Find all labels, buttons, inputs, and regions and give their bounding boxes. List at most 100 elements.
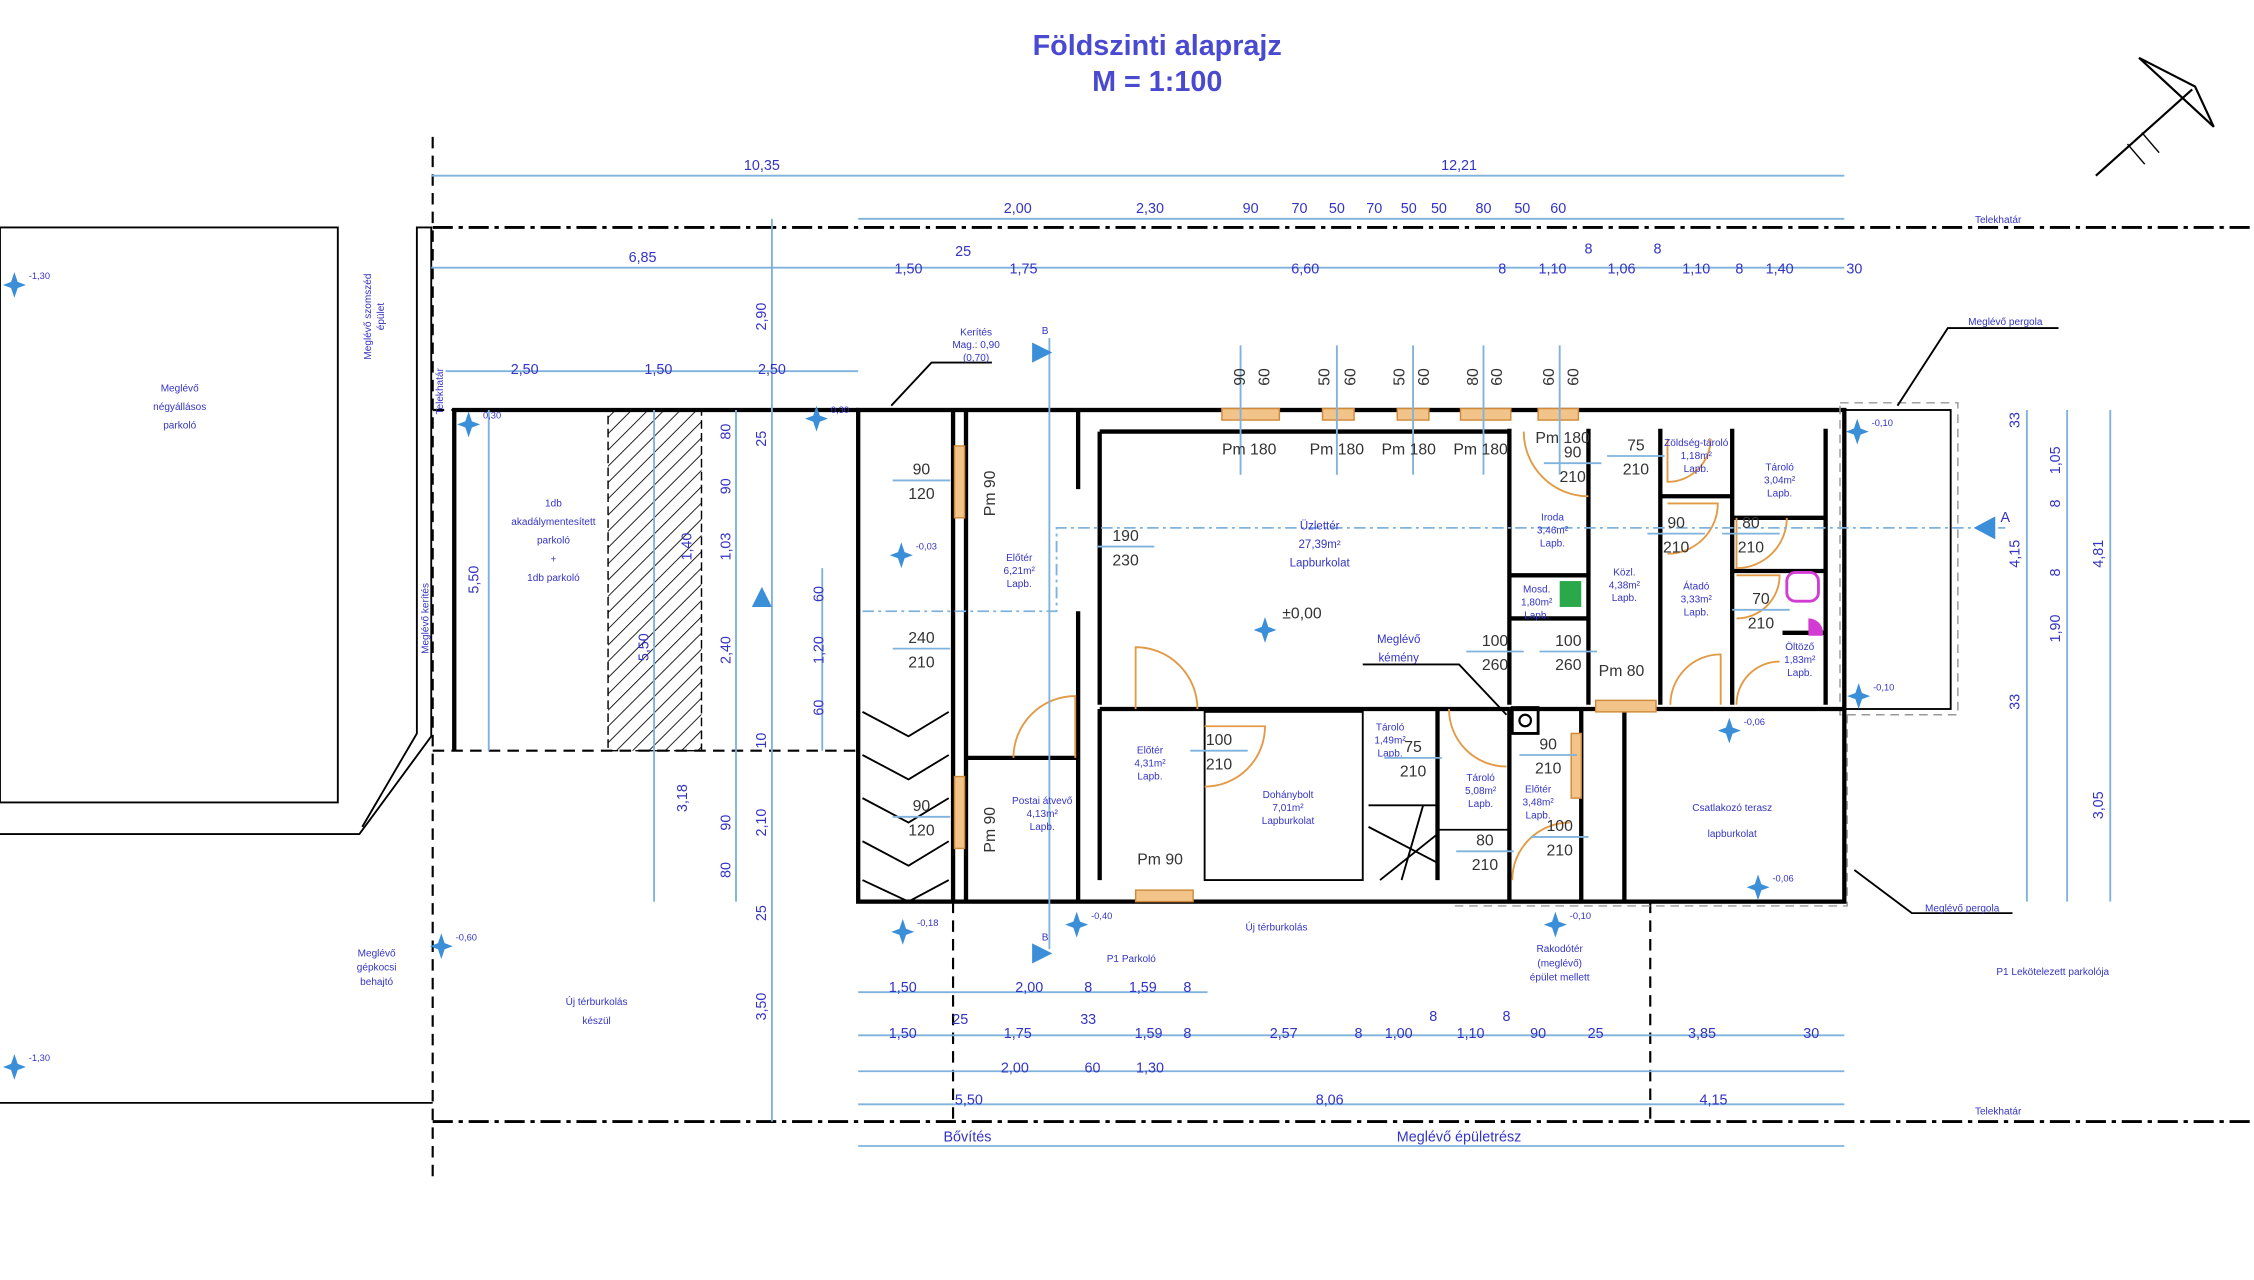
dimension-label: 8 xyxy=(1503,1009,1511,1025)
dimension-label: 5,50 xyxy=(467,566,483,594)
window-head-label: 80 xyxy=(1465,368,1482,386)
section-a-marker-icon xyxy=(1973,516,1996,540)
fence-label: Kerítés xyxy=(960,327,992,338)
room-floor: Lapburkolat xyxy=(1262,816,1315,827)
dimension-label: 2,90 xyxy=(754,303,770,331)
pergola-label: Meglévő pergola xyxy=(1968,317,2043,328)
leader-lines xyxy=(890,327,2059,915)
window-head-label: 90 xyxy=(1232,368,1249,386)
level-value: -0,06 xyxy=(1744,717,1765,727)
level-value: -0,10 xyxy=(1570,911,1591,921)
dimension-label: 60 xyxy=(812,700,828,716)
level-value: -0,10 xyxy=(1873,682,1894,692)
level-marker-icon xyxy=(889,542,913,569)
dimension-label: 1,50 xyxy=(895,261,923,277)
new-parking-label: 1db xyxy=(545,498,562,509)
dimension-label: 2,30 xyxy=(1136,201,1164,217)
chimney-label: kémény xyxy=(1379,653,1420,665)
opening-height: 210 xyxy=(1663,539,1690,556)
room-floor: Lapb. xyxy=(1030,822,1055,833)
level-marker-icon xyxy=(2,272,26,298)
room-area: 3,04m² xyxy=(1764,475,1796,486)
dimension-label: 60 xyxy=(812,586,828,602)
opening-label: Pm 180 xyxy=(1382,442,1437,459)
opening-width: 90 xyxy=(1564,444,1582,461)
dimension-label: 1,03 xyxy=(718,533,734,561)
opening-height: 210 xyxy=(1748,616,1775,633)
opening-label: Pm 90 xyxy=(982,470,999,516)
neighbour-building-label: Meglévő szomszéd xyxy=(363,274,374,360)
new-parking-label: + xyxy=(551,554,557,565)
sanitary-fixtures xyxy=(1559,571,1824,636)
plan-scale: M = 1:100 xyxy=(1092,66,1222,98)
level-value: -1,30 xyxy=(29,271,50,281)
room-floor: Lapb. xyxy=(1526,810,1551,821)
loading-area-label: (meglévő) xyxy=(1537,958,1582,969)
opening-height: 120 xyxy=(908,823,935,840)
dimension-label: 90 xyxy=(718,815,734,831)
room-name: Átadó xyxy=(1683,580,1710,593)
dimension-label: 80 xyxy=(718,424,734,440)
window-head-label: 60 xyxy=(1416,368,1433,386)
dimension-label: 2,57 xyxy=(1270,1026,1298,1042)
loading-area-label: Rakodótér xyxy=(1537,944,1584,955)
dimension-label: 12,21 xyxy=(1441,158,1477,174)
level-value: -0,03 xyxy=(916,541,937,551)
opening-height: 210 xyxy=(1206,756,1233,773)
dimension-lines xyxy=(431,174,2112,1147)
dimension-label: 1,10 xyxy=(1539,261,1567,277)
room-name: Postai átvevő xyxy=(1012,796,1073,807)
opening-width: 80 xyxy=(1476,833,1494,850)
dimension-label: 1,40 xyxy=(679,533,695,561)
neighbour-parking-label: P1 Lekötelezett parkolója xyxy=(1996,967,2109,978)
opening-label: Pm 80 xyxy=(1599,663,1645,680)
dimension-label: 4,15 xyxy=(1700,1092,1728,1108)
dimension-label: 30 xyxy=(1803,1026,1819,1042)
window-head-label: 60 xyxy=(1541,368,1558,386)
property-line-label: Telekhatár xyxy=(1975,215,2022,226)
level-value: 0,30 xyxy=(831,405,849,415)
opening-width: 100 xyxy=(1555,633,1582,650)
existing-parking-label: Meglévő xyxy=(161,383,199,394)
driveway-label: Meglévő xyxy=(358,948,396,959)
section-markers xyxy=(751,342,1996,964)
window-head-label: 60 xyxy=(1256,368,1273,386)
dimension-label: 8 xyxy=(1498,261,1506,277)
room-area: 6,21m² xyxy=(1004,566,1036,577)
opening-label: Pm 180 xyxy=(1310,442,1365,459)
room-area: 1,49m² xyxy=(1374,736,1406,747)
curb-left-label: Meglévő kerítés xyxy=(420,583,431,654)
dimension-label: 1,10 xyxy=(1682,261,1710,277)
opening-width: 100 xyxy=(1547,818,1574,835)
room-name: Iroda xyxy=(1541,513,1564,524)
level-markers xyxy=(2,272,1871,1080)
level-value: -0,06 xyxy=(1772,874,1793,884)
level-marker-icon xyxy=(891,918,915,945)
dimension-label: 1,59 xyxy=(1129,980,1157,996)
opening-width: 100 xyxy=(1482,633,1509,650)
opening-width: 240 xyxy=(908,630,935,647)
dimension-label: 70 xyxy=(1292,201,1308,217)
level-value: -1,30 xyxy=(29,1053,50,1063)
dimension-label: 50 xyxy=(1401,201,1417,217)
dimension-label: 25 xyxy=(754,905,770,921)
new-paving-label: készül xyxy=(582,1016,610,1027)
dimension-label: 1,75 xyxy=(1004,1026,1032,1042)
room-area: 4,38m² xyxy=(1609,580,1641,591)
new-paving-label: Új térburkolás xyxy=(566,995,628,1008)
opening-width: 100 xyxy=(1206,732,1233,749)
dimension-label: 1,05 xyxy=(2048,446,2064,474)
section-marker-icon xyxy=(751,586,772,607)
parking-label: P1 Parkoló xyxy=(1107,954,1157,965)
dimension-label: 1,75 xyxy=(1010,261,1038,277)
dimension-label: 3,05 xyxy=(2091,791,2107,819)
dimension-label: 70 xyxy=(1366,201,1382,217)
window-head-label: 60 xyxy=(1343,368,1360,386)
opening-width: 90 xyxy=(913,462,931,479)
room-name: Előtér xyxy=(1006,553,1033,564)
room-name: Közl. xyxy=(1613,567,1635,578)
room-name: Tároló xyxy=(1466,773,1495,784)
opening-width: 70 xyxy=(1752,591,1770,608)
paving-label: Új térburkolás xyxy=(1246,920,1308,933)
dimension-label: 80 xyxy=(718,862,734,878)
